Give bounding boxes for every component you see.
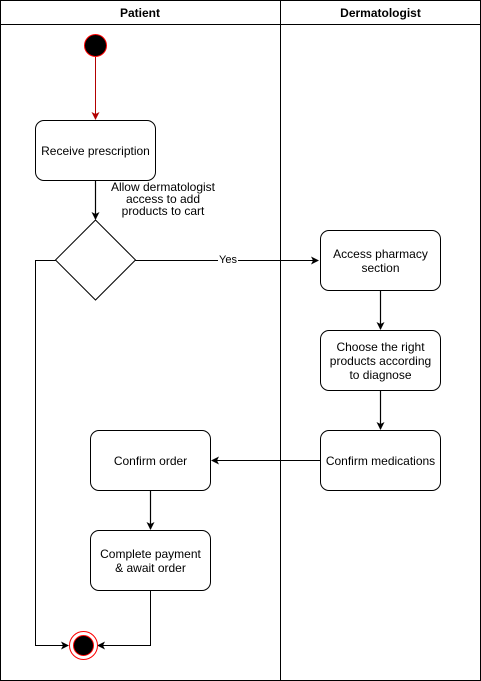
lane-header-dermatologist: Dermatologist	[340, 5, 421, 20]
yes-edge-label: Yes	[218, 254, 238, 266]
node-confirm-medications: Confirm medications	[320, 430, 441, 491]
node-receive-prescription: Receive prescription	[35, 120, 156, 181]
end-node-core	[73, 635, 94, 656]
flow-no-to-end	[35, 260, 69, 650]
start-node	[84, 34, 107, 57]
node-choose-products: Choose the right products according to d…	[320, 330, 441, 391]
decision-diamond	[54, 219, 137, 301]
node-access-pharmacy: Access pharmacy section	[320, 230, 441, 291]
node-confirm-order: Confirm order	[90, 430, 211, 491]
lane-header-patient: Patient	[119, 5, 160, 20]
flow-payment-to-end	[97, 590, 151, 650]
decision-question-label: Allow dermatologist access to add produc…	[110, 180, 216, 218]
node-complete-payment: Complete payment & await order	[90, 530, 211, 591]
